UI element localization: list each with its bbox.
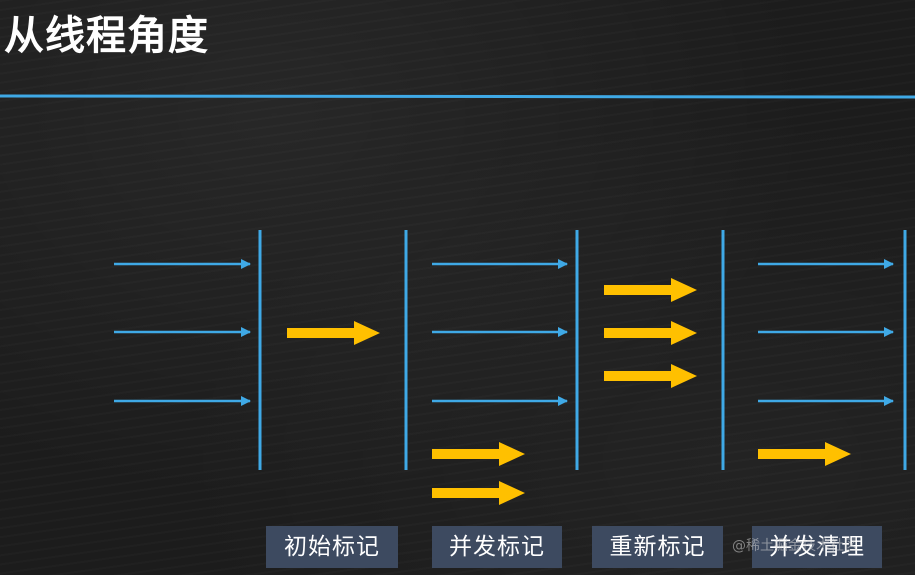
gc-thread-arrow bbox=[604, 321, 697, 345]
gc-thread-arrow bbox=[432, 442, 525, 466]
gc-thread-arrow bbox=[604, 278, 697, 302]
phase-label-remark: 重新标记 bbox=[592, 526, 723, 568]
phase-label-concurrent-mark: 并发标记 bbox=[432, 526, 562, 568]
slide-title: 从线程角度 bbox=[4, 13, 209, 59]
title-divider bbox=[0, 94, 915, 99]
gc-thread-arrow bbox=[604, 364, 697, 388]
gc-thread-arrow bbox=[758, 442, 851, 466]
gc-thread-arrow bbox=[432, 481, 525, 505]
gc-thread-arrow bbox=[287, 321, 380, 345]
phase-label-concurrent-sweep: 并发清理 bbox=[752, 526, 882, 568]
watermark: @稀土掘金技术社区 bbox=[732, 538, 858, 554]
phase-label-initial-mark: 初始标记 bbox=[266, 526, 398, 568]
